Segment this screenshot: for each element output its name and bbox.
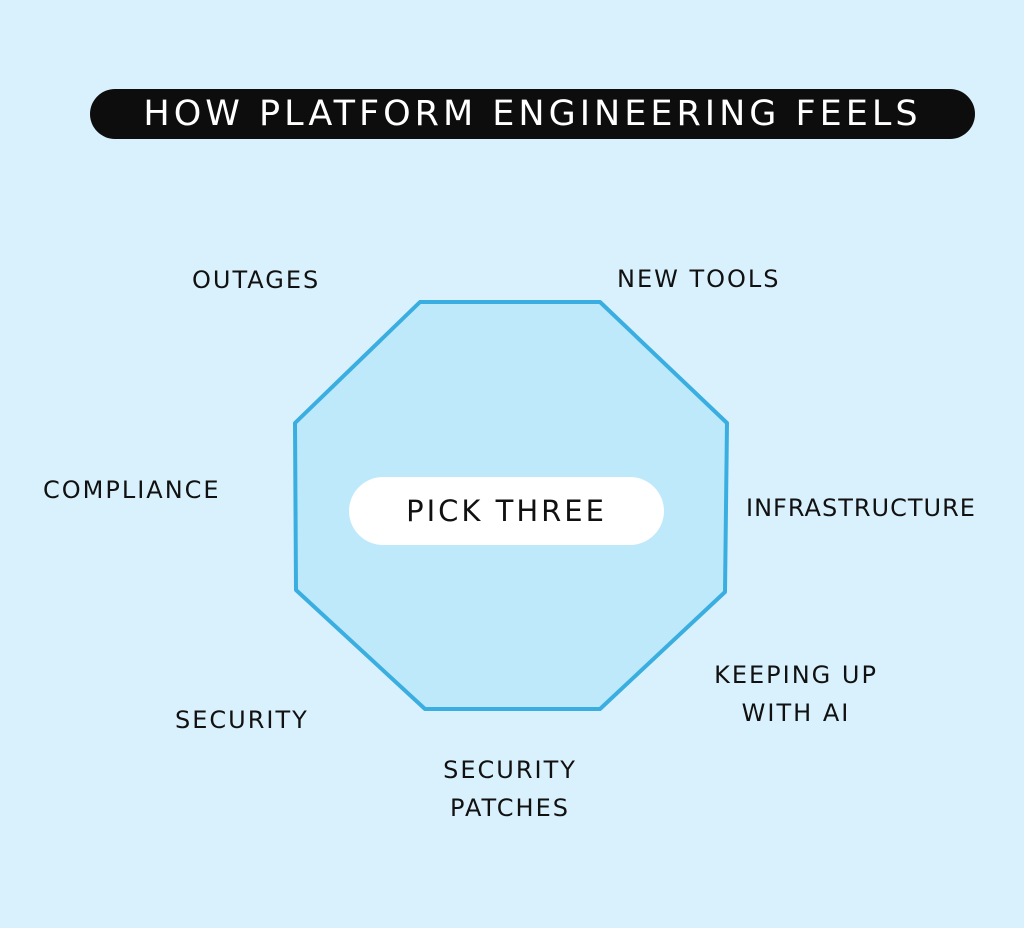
label-compliance: COMPLIANCE (43, 476, 221, 504)
label-outages: OUTAGES (192, 266, 321, 294)
label-keeping-up-line1: KEEPING UP (714, 661, 878, 689)
label-new-tools: NEW TOOLS (617, 265, 781, 293)
label-security: SECURITY (175, 706, 309, 734)
label-infrastructure: INFRASTRUCTURE (746, 494, 976, 522)
label-security-patches-line1: SECURITY (443, 756, 577, 784)
label-keeping-up-with-ai: KEEPING UP WITH AI (696, 656, 896, 732)
center-pill: PICK THREE (349, 477, 664, 545)
label-security-patches-line2: PATCHES (450, 794, 570, 822)
center-label: PICK THREE (406, 494, 607, 528)
title-banner: HOW PLATFORM ENGINEERING FEELS (90, 89, 975, 139)
label-keeping-up-line2: WITH AI (741, 699, 851, 727)
diagram-title: HOW PLATFORM ENGINEERING FEELS (143, 93, 922, 134)
label-security-patches: SECURITY PATCHES (410, 751, 610, 827)
